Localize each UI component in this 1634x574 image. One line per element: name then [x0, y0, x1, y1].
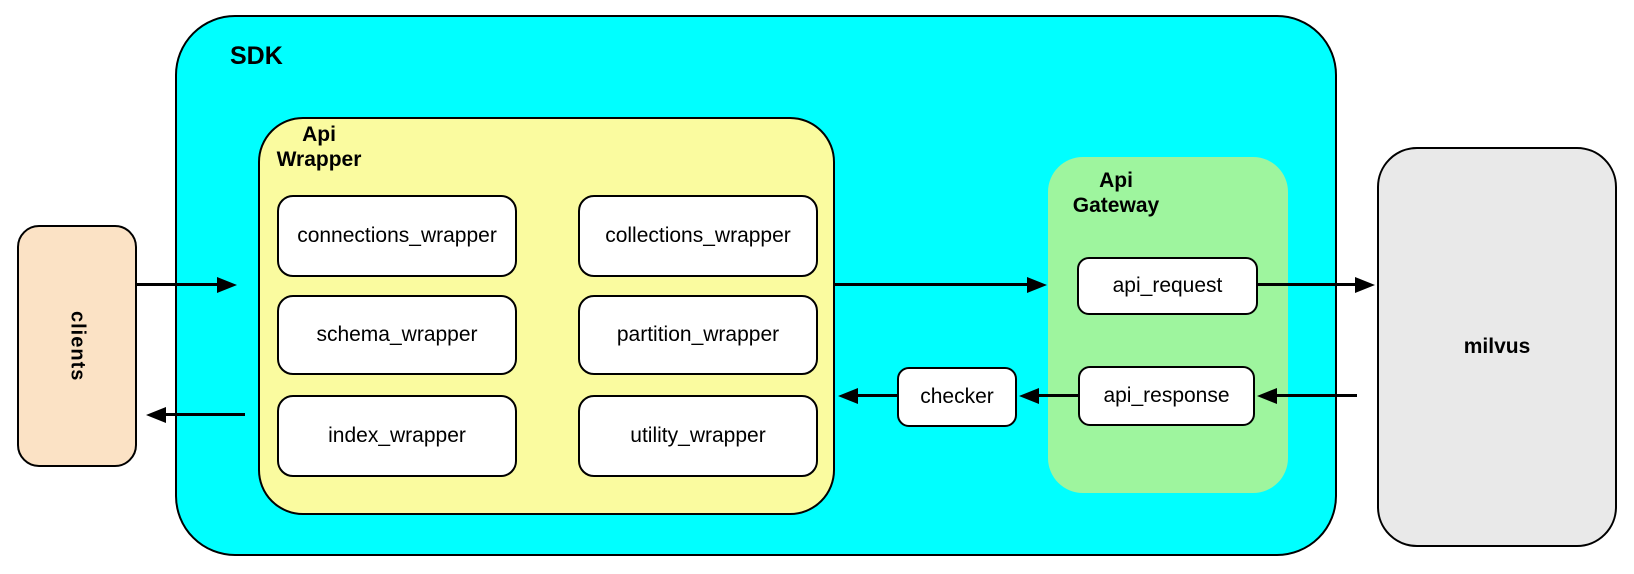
node-api-gateway: [1048, 157, 1288, 493]
node-checker: checker: [897, 367, 1017, 427]
milvus-label: milvus: [1463, 335, 1531, 358]
arrowhead-left-icon: [1257, 388, 1277, 404]
arrowhead-left-icon: [838, 388, 858, 404]
node-api-response: api_response: [1078, 366, 1255, 426]
api-gateway-label: Api Gateway: [1072, 169, 1160, 217]
arrowhead-right-icon: [217, 277, 237, 293]
arrowhead-right-icon: [1355, 277, 1375, 293]
arrow-line: [1258, 283, 1357, 286]
node-milvus: milvus: [1377, 147, 1617, 547]
node-utility-wrapper: utility_wrapper: [578, 395, 818, 477]
node-api-request: api_request: [1077, 257, 1258, 315]
node-partition-wrapper: partition_wrapper: [578, 295, 818, 375]
sdk-label: SDK: [230, 42, 283, 70]
arrow-line: [1277, 394, 1357, 397]
arrow-line: [166, 413, 245, 416]
node-connections-wrapper: connections_wrapper: [277, 195, 517, 277]
arrow-line: [1039, 394, 1078, 397]
arrow-line: [858, 394, 897, 397]
arrow-line: [835, 283, 1029, 286]
node-collections-wrapper: collections_wrapper: [578, 195, 818, 277]
node-index-wrapper: index_wrapper: [277, 395, 517, 477]
arrowhead-left-icon: [1019, 388, 1039, 404]
arrow-line: [137, 283, 219, 286]
api-wrapper-label: Api Wrapper: [276, 123, 362, 171]
node-schema-wrapper: schema_wrapper: [277, 295, 517, 375]
arrowhead-right-icon: [1027, 277, 1047, 293]
arrowhead-left-icon: [146, 407, 166, 423]
clients-label: clients: [66, 310, 89, 382]
node-clients: clients: [17, 225, 137, 467]
